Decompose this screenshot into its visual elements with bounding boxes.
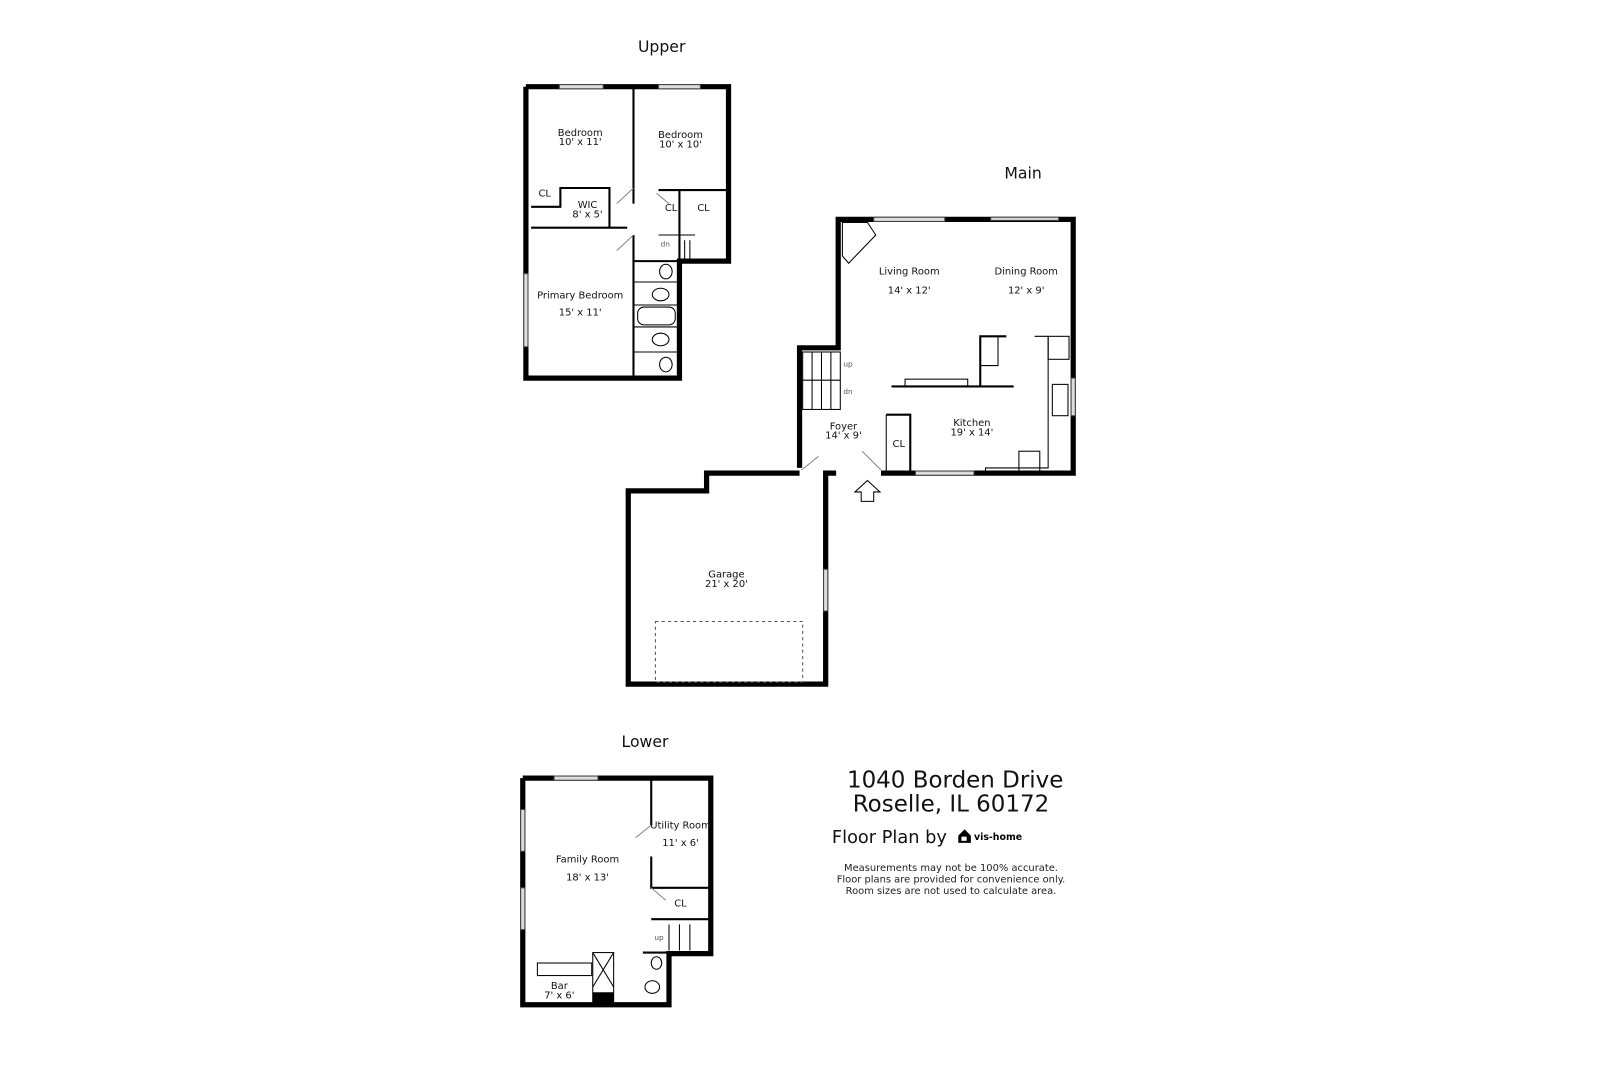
lower-exterior-wall <box>520 775 714 1008</box>
main-title: Main <box>1004 164 1041 183</box>
fireplace-icon <box>841 221 877 264</box>
sink-icon <box>659 356 673 373</box>
window <box>658 84 701 90</box>
room-size: 7' x 6' <box>544 991 574 1002</box>
room-size: 14' x 12' <box>888 286 931 297</box>
room-size: 10' x 10' <box>659 139 702 150</box>
room-size: 12' x 9' <box>1008 286 1045 297</box>
main-floor: Main up dn Living Room 14' x 12' Dining … <box>625 164 1076 687</box>
stairs-label: up <box>654 933 664 942</box>
room-size: 18' x 13' <box>566 873 609 884</box>
vis-home-logo-icon: vis-home <box>958 829 1022 843</box>
bar-counter <box>536 962 593 977</box>
room-name-text: Primary Bedroom <box>537 291 623 302</box>
room-size: 11' x 6' <box>662 838 699 849</box>
room-name: Foyer <box>830 421 858 432</box>
window <box>873 216 946 222</box>
window <box>1070 377 1076 417</box>
kitchen-sink-icon <box>1051 383 1069 417</box>
info-block: 1040 Borden Drive Roselle, IL 60172 Floo… <box>832 768 1065 898</box>
room-name: Bedroom <box>558 128 603 139</box>
toilet-icon <box>651 287 670 302</box>
room-name: Kitchen <box>953 418 990 429</box>
toilet-icon <box>651 332 670 347</box>
room-size: 19' x 14' <box>950 428 993 439</box>
window <box>520 808 526 852</box>
room-name: Primary Bedroom <box>537 291 623 302</box>
stove-icon <box>1018 450 1041 472</box>
closet-label: CL <box>893 439 906 450</box>
main-exterior-wall <box>796 216 1076 476</box>
brand-name: vis-home <box>974 832 1022 843</box>
room-size: 21' x 20' <box>705 579 748 590</box>
address-line2: Roselle, IL 60172 <box>853 792 1050 818</box>
window <box>558 84 604 90</box>
room-name: Bedroom <box>658 130 703 141</box>
window <box>523 273 529 348</box>
room-size: 14' x 9' <box>825 431 862 442</box>
garage-door <box>654 620 804 683</box>
room-name: WIC <box>578 200 598 211</box>
closet-label: CL <box>538 188 551 199</box>
toilet-icon <box>644 980 661 994</box>
room-name: Family Room <box>556 855 619 866</box>
room-name: Living Room <box>879 267 940 278</box>
closet-label: CL <box>674 899 687 910</box>
upper-title: Upper <box>638 37 686 56</box>
disclaimer-line: Floor plans are provided for convenience… <box>837 875 1066 886</box>
upper-floor: Upper Bedroom 10' x 11' Bedroom 10' x 10… <box>523 37 732 381</box>
room-name: Utility Room <box>650 820 711 831</box>
credit-prefix: Floor Plan by <box>832 828 947 848</box>
lower-title: Lower <box>622 732 669 751</box>
staircase <box>802 351 841 410</box>
closet-label: CL <box>697 203 710 214</box>
disclaimer-line: Room sizes are not used to calculate are… <box>846 886 1057 897</box>
garage-wall <box>625 470 837 687</box>
room-size: 10' x 11' <box>559 137 602 148</box>
stairs-up-label: up <box>843 360 853 369</box>
stairs-label: dn <box>661 239 670 248</box>
room-size: 15' x 11' <box>559 307 602 318</box>
room-name: Dining Room <box>995 267 1058 278</box>
sink-icon <box>650 956 663 970</box>
refrigerator-icon <box>1047 335 1070 360</box>
window <box>520 887 526 931</box>
window <box>914 470 975 476</box>
window <box>823 568 829 612</box>
lower-floor: Lower Family Room 18' x 13' Utility Room… <box>520 732 714 1008</box>
entry-arrow-icon <box>853 479 882 502</box>
sink-icon <box>659 263 673 280</box>
stairs-down-label: dn <box>843 387 852 396</box>
closet-label: CL <box>665 203 678 214</box>
room-name: Bar <box>551 981 569 992</box>
disclaimer-line: Measurements may not be 100% accurate. <box>844 863 1058 874</box>
address-line1: 1040 Borden Drive <box>847 768 1063 794</box>
window <box>553 775 599 781</box>
sliding-door <box>990 216 1060 221</box>
room-size: 8' x 5' <box>572 209 602 220</box>
bathtub-icon <box>637 306 676 326</box>
room-name: Garage <box>708 570 744 581</box>
